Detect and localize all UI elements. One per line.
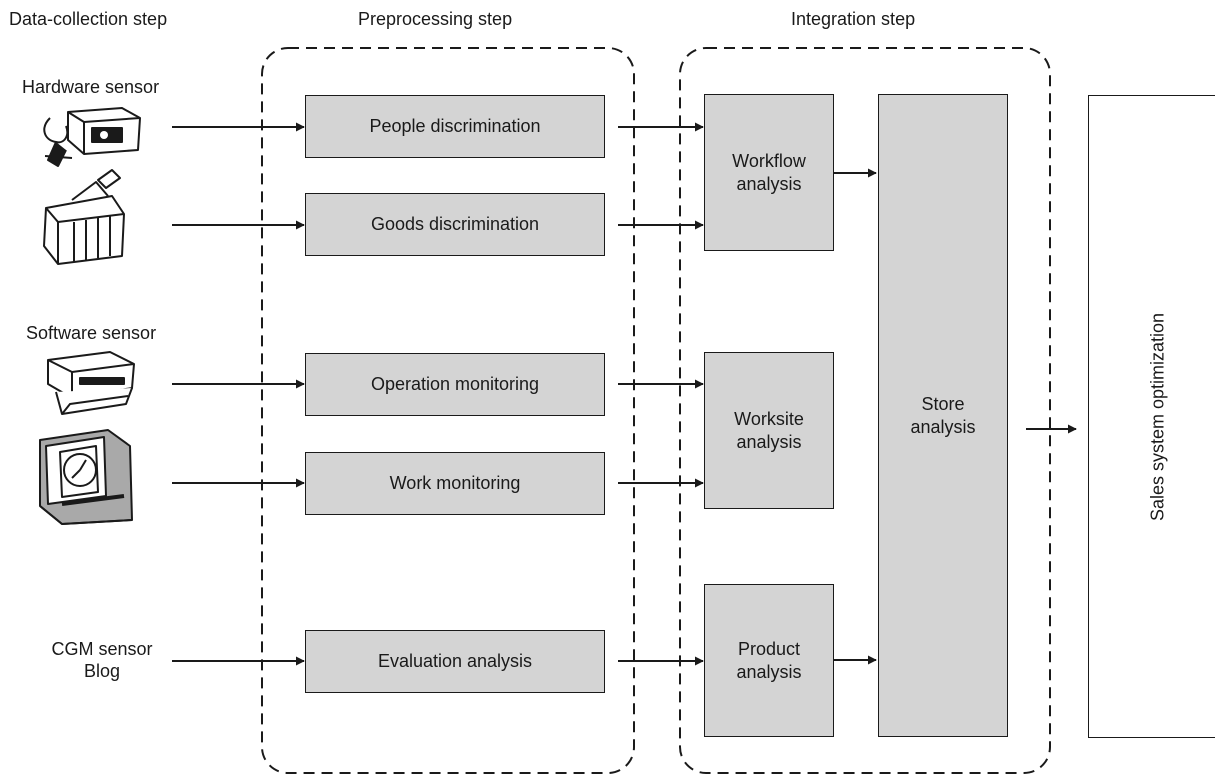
product-analysis-box: Product analysis: [704, 584, 834, 737]
preprocessing-group-border: [261, 47, 635, 774]
step-preprocessing: Preprocessing step: [358, 9, 513, 29]
store-analysis-box: Store analysis: [878, 94, 1008, 737]
people-discrimination-box: People discrimination: [305, 95, 605, 158]
product-analysis-label: Product analysis: [736, 638, 802, 682]
workflow-analysis-label: Workflow analysis: [732, 150, 806, 194]
integration-group-border: [679, 47, 1051, 774]
goods-discrimination-box: Goods discrimination: [305, 193, 605, 256]
worksite-analysis-label: Worksite analysis: [734, 408, 804, 452]
rfid-reader-icon: [43, 169, 125, 265]
evaluation-analysis-label: Evaluation analysis: [377, 651, 533, 671]
store-analysis-label: Store analysis: [910, 393, 976, 437]
goods-discrimination-label: Goods discrimination: [370, 214, 540, 234]
step-data-collection: Data-collection step: [9, 9, 168, 29]
hardware-sensor-label: Hardware sensor: [22, 77, 160, 97]
printer-icon: [47, 351, 135, 415]
evaluation-analysis-box: Evaluation analysis: [305, 630, 605, 693]
worksite-analysis-box: Worksite analysis: [704, 352, 834, 509]
workflow-analysis-box: Workflow analysis: [704, 94, 834, 251]
cgm-sensor-label: CGM sensor Blog: [51, 639, 153, 681]
camera-sensor-icon: [43, 107, 141, 167]
work-monitoring-box: Work monitoring: [305, 452, 605, 515]
time-clock-icon: [39, 429, 133, 525]
operation-monitoring-label: Operation monitoring: [370, 374, 540, 394]
sales-system-optimization-label: Sales system optimization: [1147, 312, 1168, 521]
people-discrimination-label: People discrimination: [369, 116, 541, 136]
software-sensor-label: Software sensor: [26, 323, 157, 343]
sales-system-optimization-box: Sales system optimization: [1088, 95, 1215, 738]
step-integration: Integration step: [791, 9, 916, 29]
operation-monitoring-box: Operation monitoring: [305, 353, 605, 416]
work-monitoring-label: Work monitoring: [389, 473, 521, 493]
